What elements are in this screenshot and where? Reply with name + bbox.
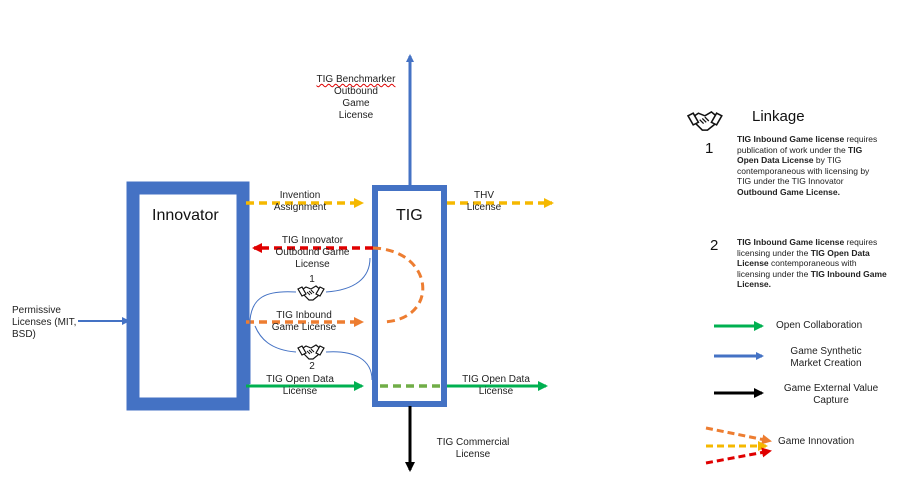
orange-loop bbox=[372, 246, 425, 324]
legend-game-external: Game External Value Capture bbox=[783, 383, 879, 406]
legend-item1-text: TIG Inbound Game license requires public… bbox=[737, 134, 882, 197]
legend-open-collaboration: Open Collaboration bbox=[776, 320, 863, 331]
legend-item2-number: 2 bbox=[710, 237, 719, 254]
legend-item2-text: TIG Inbound Game license requires licens… bbox=[737, 237, 887, 290]
legend-item2-text2: contemporaneous with licensing under the bbox=[737, 258, 857, 279]
handshake2-connector-right bbox=[325, 351, 373, 381]
benchmarker-label-part1: TIG Benchmarker bbox=[316, 74, 396, 85]
thv-license-label: THV License bbox=[466, 190, 502, 213]
legend-game-synthetic: Game Synthetic Market Creation bbox=[790, 346, 862, 369]
legend-handshake-icon bbox=[687, 111, 723, 131]
tig-title: TIG bbox=[396, 207, 423, 224]
legend-title: Linkage bbox=[752, 108, 805, 125]
legend-game-innovation: Game Innovation bbox=[778, 436, 855, 447]
handshake1-connector-left bbox=[249, 291, 297, 384]
legend-orange-arrow bbox=[705, 426, 772, 445]
invention-assignment-label: Invention Assignment bbox=[273, 190, 327, 213]
open-data-left-label: TIG Open Data License bbox=[266, 374, 334, 397]
handshake-icon-2 bbox=[297, 344, 325, 360]
handshake-number-1: 1 bbox=[309, 274, 315, 285]
legend-item1-number: 1 bbox=[705, 140, 714, 157]
tig-box bbox=[372, 185, 447, 407]
legend-item1-text2: by TIG contemporaneous with licensing by… bbox=[737, 155, 870, 186]
legend-item2-bold3: TIG Inbound Game License. bbox=[737, 268, 887, 290]
handshake-icon-1 bbox=[297, 285, 325, 301]
legend-red-arrow bbox=[705, 447, 772, 465]
innovator-box bbox=[126, 181, 250, 411]
innovator-outbound-label: TIG Innovator Outbound Game License bbox=[275, 235, 350, 270]
handshake2-connector-left bbox=[254, 325, 297, 353]
innovator-title: Innovator bbox=[152, 207, 219, 224]
open-data-right-label: TIG Open Data License bbox=[462, 374, 530, 397]
benchmarker-label-part2: Outbound Game License bbox=[334, 86, 378, 121]
legend-item1-text1: requires publication of work under the bbox=[737, 134, 878, 155]
legend-item2-bold1: TIG Inbound Game license bbox=[737, 237, 845, 247]
legend-item2-bold2: TIG Open Data License bbox=[737, 247, 870, 269]
commercial-label: TIG Commercial License bbox=[436, 437, 510, 460]
permissive-label: Permissive Licenses (MIT, BSD) bbox=[12, 305, 77, 340]
inbound-game-label: TIG Inbound Game License bbox=[271, 310, 337, 333]
benchmarker-label: TIG Benchmarker Outbound Game License bbox=[305, 74, 407, 122]
legend-item1-bold1: TIG Inbound Game license bbox=[737, 134, 845, 144]
legend-item1-bold2: TIG Open Data License bbox=[737, 144, 863, 166]
legend-item1-bold3: Outbound Game License. bbox=[737, 186, 840, 197]
handshake1-connector-right bbox=[325, 257, 371, 293]
handshake-number-2: 2 bbox=[309, 361, 315, 372]
legend-item2-text1: requires licensing under the bbox=[737, 237, 878, 258]
